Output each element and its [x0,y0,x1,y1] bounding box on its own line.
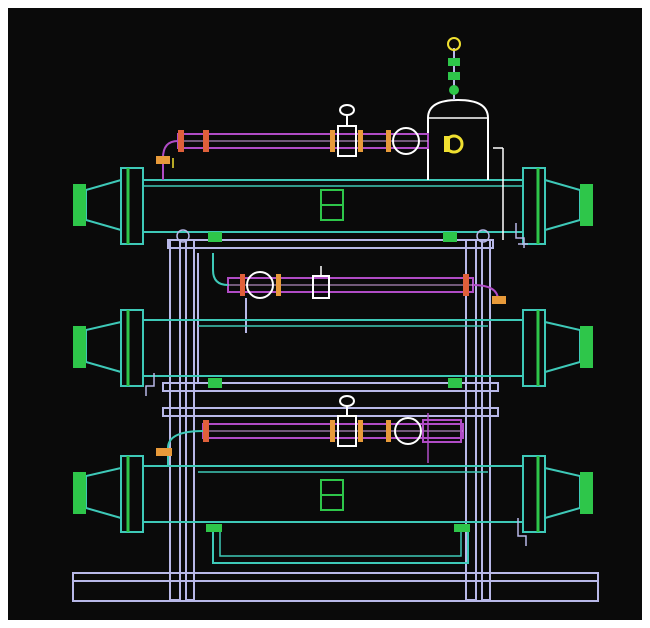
flange-right-bottom [522,455,546,533]
nozzle-right-middle [580,326,593,368]
flange-left-top [120,167,144,245]
vessel-body [427,98,489,180]
nozzle-left-top [73,184,86,226]
relief-valve-gauge [447,37,461,51]
left-column [169,239,181,601]
receiver-vessel [427,37,504,240]
piping-middle [212,253,506,304]
heat-exchanger-top [73,167,593,245]
flange-right-middle [522,309,546,387]
heat-exchanger-bottom [73,455,593,564]
tier-beam-middle [162,382,499,392]
sight-glass-top [392,127,420,155]
bonnet-left-bottom [85,466,122,520]
sight-glass-middle [246,271,274,299]
right-column-inner [481,239,491,601]
drain-valves [145,158,528,546]
bonnet-left-middle [85,320,122,374]
piping-lower [156,395,464,466]
diagram-canvas [8,8,642,620]
piping-top [156,104,429,180]
support-frame [72,239,599,602]
sight-glass-lower [394,417,422,445]
nozzle-right-top [580,184,593,226]
nozzle-right-bottom [580,472,593,514]
flange-right-top [522,167,546,245]
bonnet-right-top [544,178,581,232]
flow-meter-middle [312,275,330,299]
tier-beam-lower [162,407,499,417]
heat-exchanger-middle [73,309,593,388]
flange-left-middle [120,309,144,387]
heat-exchanger-skid-diagram [72,37,599,602]
nozzle-left-middle [73,326,86,368]
tier-beam-upper [167,239,494,249]
bonnet-right-bottom [544,466,581,520]
bonnet-right-middle [544,320,581,374]
left-column-inner [185,239,195,601]
nozzle-left-bottom [73,472,86,514]
flange-left-bottom [120,455,144,533]
base-beam [72,572,599,602]
bottom-return-pipe [212,528,469,564]
bonnet-left-top [85,178,122,232]
